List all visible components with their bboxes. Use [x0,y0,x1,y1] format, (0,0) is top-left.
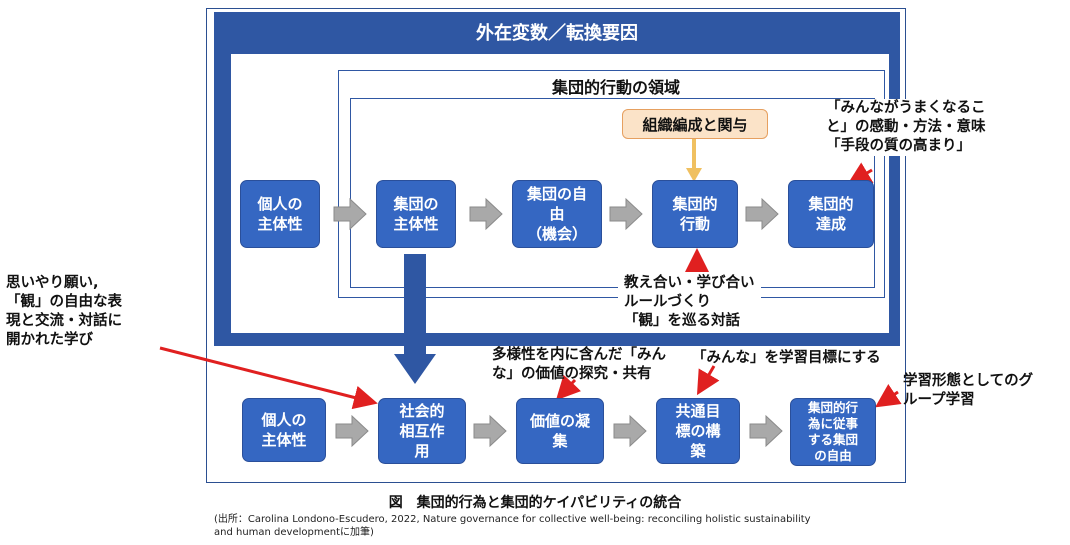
diagram-outer-frame [206,8,906,483]
gray-arrow-lower-1 [335,414,369,448]
red-arrow-social [159,346,378,410]
node-individual-agency-lower: 個人の 主体性 [242,398,326,462]
node-social-interaction: 社会的 相互作 用 [378,398,466,464]
node-collective-achievement: 集団的 達成 [788,180,874,248]
node-group-freedom: 集団の自 由 （機会） [512,180,602,248]
figure-caption: 図 集団的行為と集団的ケイパビリティの統合 [388,495,682,511]
red-arrow-group-freedom [875,384,902,408]
external-variables-label: 外在変数／転換要因 [476,23,638,44]
note-tayousei: 多様性を内に含んだ「みん な」の価値の探究・共有 [492,347,666,382]
source-line-2: and human developmentに加筆) [214,526,374,538]
collective-action-region-frame [338,70,885,298]
collective-action-region-label: 集団的行動の領域 [548,74,685,98]
organization-engagement-box: 組織編成と関与 [622,109,768,139]
node-individual-agency: 個人の 主体性 [240,180,320,248]
note-group-learning: 学習形態としてのグ ループ学習 [903,373,1034,408]
source-line-1: (出所：Carolina Londono-Escudero, 2022, Nat… [214,514,811,525]
gray-arrow-upper-3 [609,197,643,231]
source-note: (出所：Carolina Londono-Escudero, 2022, Nat… [214,514,811,539]
gray-arrow-lower-3 [613,414,647,448]
node-group-freedom-collective-action: 集団的行 為に従事 する集団 の自由 [790,398,876,466]
red-arrow-common-goal [696,365,720,396]
node-common-goal: 共通目 標の構 築 [656,398,740,464]
red-arrow-values [555,374,582,401]
gray-arrow-lower-2 [473,414,507,448]
blue-down-arrow [394,254,436,384]
node-value-cohesion: 価値の凝 集 [516,398,604,464]
gray-arrow-upper-4 [745,197,779,231]
node-group-agency: 集団の 主体性 [376,180,456,248]
node-collective-action: 集団的 行動 [652,180,738,248]
gray-arrow-lower-4 [749,414,783,448]
gray-arrow-upper-2 [469,197,503,231]
note-minna-umaku: 「みんながうまくなるこ と」の感動・方法・意味 「手段の質の高まり」 [826,99,986,156]
note-omoiyari: 思いやり願い, 「観」の自由な表 現と交流・対話に 開かれた学び [6,275,122,348]
note-oshieai: 教え合い・学び合い ルールづくり 「観」を巡る対話 [618,272,761,333]
gray-arrow-upper-1 [333,197,367,231]
collective-action-inner-frame [350,98,875,288]
note-minna-goal: 「みんな」を学習目標にする [692,350,881,366]
